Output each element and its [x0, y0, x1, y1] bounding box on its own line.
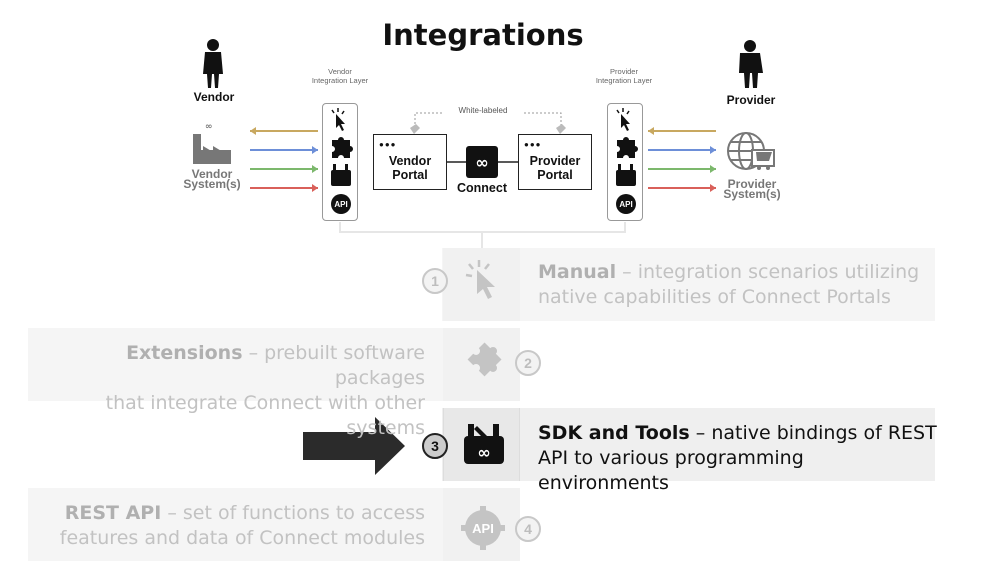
vendor-layer-icons: API: [331, 108, 353, 214]
white-labeled-label: White-labeled: [443, 106, 523, 115]
globe-cart-icon: [727, 132, 775, 170]
vendor-layer-label: Vendor Integration Layer: [311, 67, 369, 85]
step-1-description: Manual – integration scenarios utilizing…: [538, 260, 938, 310]
provider-layer-label: Provider Integration Layer: [595, 67, 653, 85]
step-4-line2: features and data of Connect modules: [59, 527, 425, 549]
provider-arrow-4-head: [710, 184, 716, 192]
step-4-name: REST API: [64, 502, 162, 524]
window-dots-icon: ●●●: [524, 140, 542, 149]
step-2-line1-text: – prebuilt software packages: [248, 342, 425, 389]
vendor-system-line1: Vendor: [191, 167, 233, 181]
api-icon-text: API: [472, 521, 494, 536]
puzzle-icon: [467, 342, 502, 377]
step-1-number: 1: [422, 268, 448, 294]
provider-portal-label: Provider Portal: [519, 154, 591, 182]
step-3-line1-text: – native bindings of REST: [695, 422, 937, 444]
svg-text:∞: ∞: [475, 153, 488, 172]
step-1-name: Manual: [538, 261, 617, 283]
puzzle-icon: [617, 137, 638, 158]
vendor-arrow-3-head: [312, 165, 318, 173]
vendor-integration-layer: API: [322, 103, 358, 221]
white-labeled-bracket: [414, 112, 562, 128]
cursor-click-icon: [331, 108, 345, 131]
provider-person-label: Provider: [726, 93, 776, 107]
vendor-portal-line2: Portal: [392, 168, 428, 182]
step-2-number: 2: [515, 350, 541, 376]
puzzle-icon: [332, 137, 353, 158]
svg-text:∞: ∞: [477, 443, 490, 462]
provider-arrow-1-head: [648, 127, 654, 135]
toolbox-icon: ∞: [464, 424, 504, 464]
vendor-system-label: Vendor System(s): [162, 167, 262, 191]
provider-portal: ●●● Provider Portal: [518, 134, 592, 190]
api-gear-icon: API: [616, 194, 636, 214]
vendor-person-icon: [203, 39, 223, 88]
toolbox-icon: [616, 164, 636, 186]
step-1-band: [442, 248, 935, 321]
step-4-line1-text: – set of functions to access: [167, 502, 425, 524]
connect-label: Connect: [457, 181, 507, 195]
vendor-portal-line1: Vendor: [388, 154, 432, 168]
provider-arrow-3-head: [710, 165, 716, 173]
svg-text:∞: ∞: [205, 122, 213, 132]
provider-system-line2: System(s): [723, 187, 781, 201]
step-3-number: 3: [422, 433, 448, 459]
step-4-icon: API: [461, 506, 505, 550]
cursor-click-icon: [616, 108, 630, 131]
step-3-band: [442, 408, 935, 481]
step-3-description: SDK and Tools – native bindings of REST …: [538, 421, 938, 496]
provider-portal-line1: Provider: [529, 154, 581, 168]
connector-lines: [339, 222, 626, 250]
step-2-line1: Extensions – prebuilt software packages: [30, 341, 425, 391]
step-3-line2: API to various programming environments: [538, 447, 804, 494]
api-gear-icon: API: [331, 194, 351, 214]
big-arrow-icon: [303, 417, 405, 475]
vendor-arrow-1-head: [250, 127, 256, 135]
step-2-band: [28, 328, 520, 401]
step-4-number: 4: [515, 516, 541, 542]
step-2-name: Extensions: [126, 342, 243, 364]
step-3-icon: ∞: [464, 424, 504, 464]
cursor-click-icon: [465, 260, 495, 299]
provider-arrow-2-head: [710, 146, 716, 154]
vendor-portal: ●●● Vendor Portal: [373, 134, 447, 190]
svg-text:API: API: [619, 200, 632, 209]
step-2-line2: that integrate Connect with other system…: [105, 392, 425, 439]
step-3-name: SDK and Tools: [538, 422, 690, 444]
window-dots-icon: ●●●: [379, 140, 397, 149]
connect-logo-icon: ∞: [466, 146, 498, 178]
vendor-person-label: Vendor: [193, 90, 235, 104]
provider-portal-line2: Portal: [537, 168, 573, 182]
step-4-description: REST API – set of functions to access fe…: [30, 501, 425, 551]
provider-person-icon: [739, 40, 763, 88]
step-2-description: Extensions – prebuilt software packages …: [30, 341, 425, 441]
provider-system-line1: Provider: [727, 177, 777, 191]
vendor-portal-label: Vendor Portal: [374, 154, 446, 182]
tag-icon: [410, 124, 566, 134]
vendor-arrow-4-head: [312, 184, 318, 192]
factory-icon: ∞: [193, 122, 231, 164]
step-3-line1: SDK and Tools – native bindings of REST: [538, 421, 938, 446]
provider-integration-layer: API: [607, 103, 643, 221]
step-1-icon: [465, 260, 495, 299]
step-4-band: [28, 488, 520, 561]
page-title: Integrations: [382, 18, 584, 52]
api-gear-icon: API: [461, 506, 505, 550]
vendor-arrow-2-head: [312, 146, 318, 154]
step-2-icon: [467, 342, 502, 377]
provider-layer-icons: API: [616, 108, 638, 214]
step-1-line1-text: – integration scenarios utilizing: [622, 261, 920, 283]
toolbox-icon: [331, 164, 351, 186]
step-1-line1: Manual – integration scenarios utilizing: [538, 260, 938, 285]
svg-text:API: API: [334, 200, 347, 209]
step-4-line1: REST API – set of functions to access: [30, 501, 425, 526]
provider-system-label: Provider System(s): [702, 177, 802, 201]
vendor-system-line2: System(s): [183, 177, 241, 191]
step-1-line2: native capabilities of Connect Portals: [538, 286, 891, 308]
